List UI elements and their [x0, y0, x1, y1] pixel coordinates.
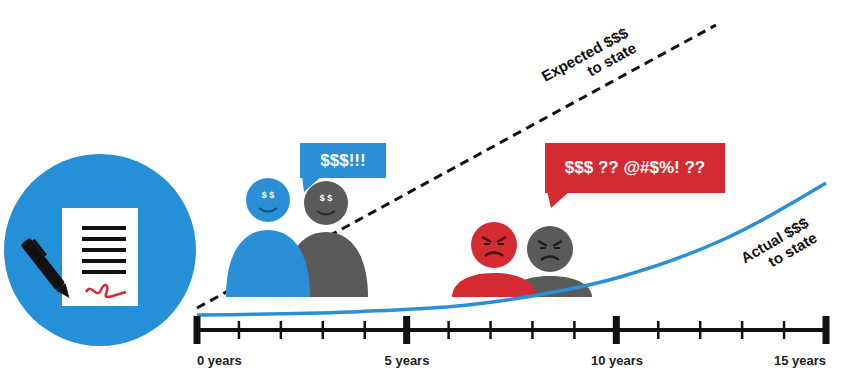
axis-tick [363, 321, 366, 339]
axis-tick [657, 321, 660, 339]
axis-tick [447, 321, 450, 339]
contract-icon-part-part [56, 283, 74, 301]
contract-icon-part-part [20, 238, 65, 291]
expected-line [197, 25, 716, 308]
dollar-eyes: $ $ [262, 190, 275, 200]
axis-tick [531, 321, 534, 339]
angry-people-part [482, 237, 506, 256]
contract-icon-part [62, 208, 138, 306]
contract-icon-part [82, 270, 126, 274]
contract-icon [4, 154, 196, 346]
angry-people-part [471, 222, 517, 268]
contract-icon-part [4, 154, 196, 346]
axis-tick [403, 316, 410, 344]
contract-icon-part [82, 226, 126, 230]
bubble-text: $$$!!! [320, 151, 365, 171]
time-axis-part [197, 328, 826, 332]
angry-people [452, 222, 592, 297]
axis-tick [238, 321, 241, 339]
axis-tick [194, 316, 201, 344]
axis-tick [489, 321, 492, 339]
contract-icon-part [82, 237, 126, 241]
happy-people-part [317, 211, 335, 215]
happy-people-part [226, 230, 310, 297]
line-label: Expected $$$ to state [535, 24, 639, 102]
time-axis [194, 316, 830, 344]
actual-curve [197, 183, 826, 315]
angry-people-part [452, 273, 536, 297]
happy-people [226, 178, 368, 297]
axis-tick [280, 321, 283, 339]
axis-label: 5 years [385, 354, 430, 369]
angry-people-part [538, 241, 562, 260]
speech-tails-part [547, 191, 570, 208]
happy-speech-bubble: $$$!!! [300, 143, 386, 178]
axis-label: 15 years [774, 354, 826, 369]
contract-icon-part-part [32, 239, 47, 257]
axis-tick [741, 321, 744, 339]
speech-tails-part [302, 176, 322, 192]
contract-icon-part [82, 248, 126, 252]
actual-curve-group [197, 183, 826, 315]
expected-line-part [197, 25, 716, 308]
speech-tails [302, 176, 570, 208]
axis-tick [573, 321, 576, 339]
angry-speech-bubble: $$$ ?? @#$%! ?? [545, 143, 725, 193]
happy-people-part [246, 178, 290, 222]
happy-people-part [304, 181, 348, 225]
axis-tick [613, 316, 620, 344]
axis-label: 0 years [197, 354, 242, 369]
dollar-eyes: $ $ [320, 193, 333, 203]
axis-label: 10 years [591, 354, 643, 369]
angry-people-part [527, 226, 573, 272]
axis-tick [823, 316, 830, 344]
contract-icon-part [20, 236, 76, 302]
axis-tick [783, 321, 786, 339]
bubble-text: $$$ ?? @#$%! ?? [565, 158, 705, 178]
contract-icon-part [82, 259, 126, 263]
happy-people-part [259, 208, 277, 212]
axis-tick [699, 321, 702, 339]
curve-label: Actual $$$ to state [730, 214, 820, 286]
axis-tick [322, 321, 325, 339]
contract-icon-part [86, 285, 126, 297]
